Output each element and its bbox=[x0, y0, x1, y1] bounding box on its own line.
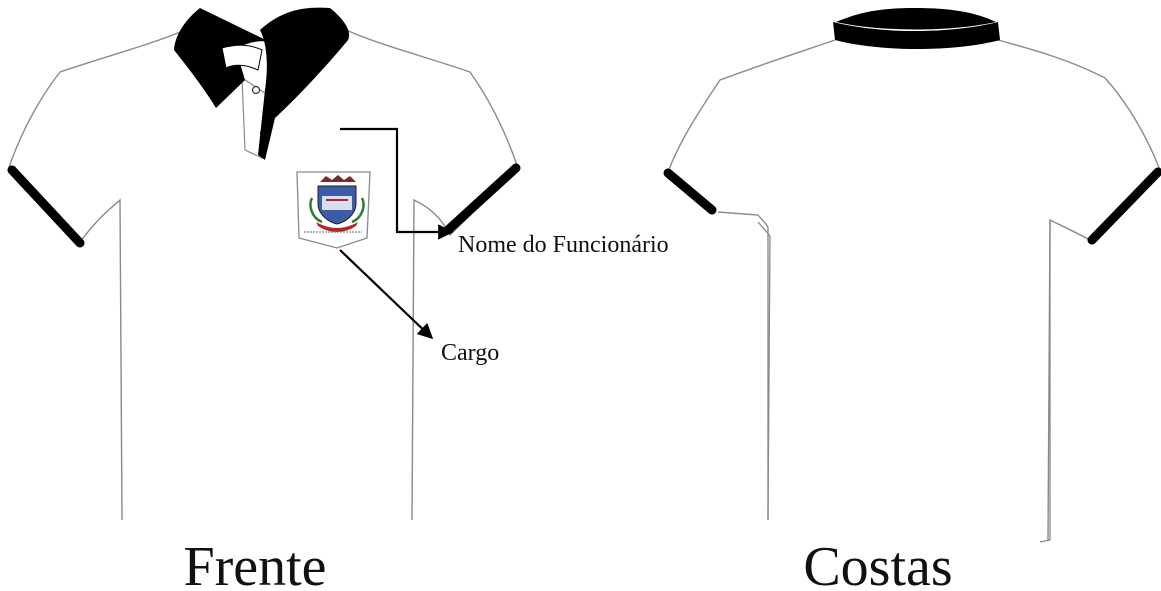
front-left-cuff bbox=[7, 165, 85, 248]
annotation-name: Nome do Funcionário bbox=[340, 127, 669, 258]
back-hem-right bbox=[1039, 220, 1051, 543]
front-right-cuff bbox=[443, 163, 521, 235]
back-hem-left bbox=[757, 221, 771, 521]
front-collar-inner bbox=[221, 44, 263, 71]
front-caption: Frente bbox=[183, 536, 326, 591]
arrow-role-line bbox=[339, 249, 434, 340]
back-shirt-outline bbox=[667, 39, 1161, 541]
front-collar-left bbox=[174, 8, 270, 108]
coat-of-arms-icon bbox=[304, 175, 365, 233]
back-left-cuff bbox=[663, 168, 717, 215]
front-shirt-outline bbox=[7, 29, 519, 521]
back-shirt bbox=[663, 8, 1161, 543]
annotation-role: Cargo bbox=[339, 249, 499, 366]
back-caption: Costas bbox=[803, 536, 952, 591]
back-collar bbox=[833, 22, 1000, 49]
front-shirt bbox=[7, 7, 521, 521]
arrow-name-line bbox=[340, 127, 454, 240]
front-collar-right bbox=[258, 7, 350, 160]
annotation-name-label: Nome do Funcionário bbox=[458, 232, 669, 258]
button-top-icon bbox=[251, 85, 261, 95]
annotation-role-label: Cargo bbox=[441, 340, 499, 366]
back-collar-top bbox=[836, 8, 996, 30]
back-right-cuff bbox=[1087, 167, 1161, 245]
